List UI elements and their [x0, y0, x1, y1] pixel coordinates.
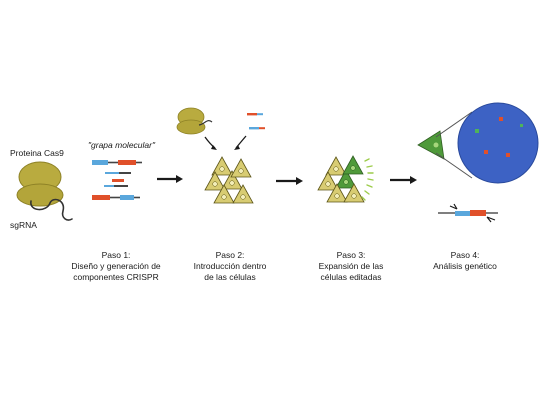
step-2-title: Paso 2: — [215, 250, 245, 260]
cas9-protein-small-icon — [176, 107, 213, 135]
step-2-desc-line-1: Introducción dentro — [193, 261, 267, 271]
arrow-right-icon — [390, 176, 417, 184]
step-3-caption: Paso 3: Expansión de las células editada… — [301, 250, 401, 283]
dna-fragments-small-icon — [247, 113, 265, 130]
step-2-desc-line-2: de las células — [204, 272, 256, 282]
sgrna-label: sgRNA — [10, 220, 37, 230]
cas9-label: Proteina Cas9 — [10, 148, 64, 158]
expansion-glow-icon — [361, 158, 374, 201]
step-1-caption: Paso 1: Diseño y generación de component… — [56, 250, 176, 283]
step-4-title: Paso 4: — [450, 250, 480, 260]
pcr-primers-icon — [438, 203, 498, 223]
edited-cell-cluster-icon — [317, 155, 365, 203]
sgrna-strand-icon — [30, 198, 73, 221]
step-2-caption: Paso 2: Introducción dentro de las célul… — [180, 250, 280, 283]
step-1-title: Paso 1: — [101, 250, 131, 260]
step-3-desc-line-1: Expansión de las — [318, 261, 384, 271]
staple-label: "grapa molecular" — [88, 140, 155, 150]
step-4-caption: Paso 4: Análisis genético — [420, 250, 510, 272]
step-3-title: Paso 3: — [336, 250, 366, 260]
arrow-right-icon — [276, 177, 303, 185]
step-1-desc-line-1: Diseño y generación de — [71, 261, 161, 271]
step-1-desc-line-2: componentes CRISPR — [73, 272, 159, 282]
edited-cell-icon — [417, 130, 445, 160]
dna-fragments-icon — [92, 160, 142, 200]
step-4-desc-line-1: Análisis genético — [433, 261, 497, 271]
cell-cluster-icon — [204, 156, 254, 204]
nucleus-zoom-icon — [457, 102, 539, 184]
arrow-right-icon — [157, 175, 183, 183]
step-3-desc-line-2: células editadas — [320, 272, 382, 282]
magnify-lines-icon — [435, 111, 473, 179]
